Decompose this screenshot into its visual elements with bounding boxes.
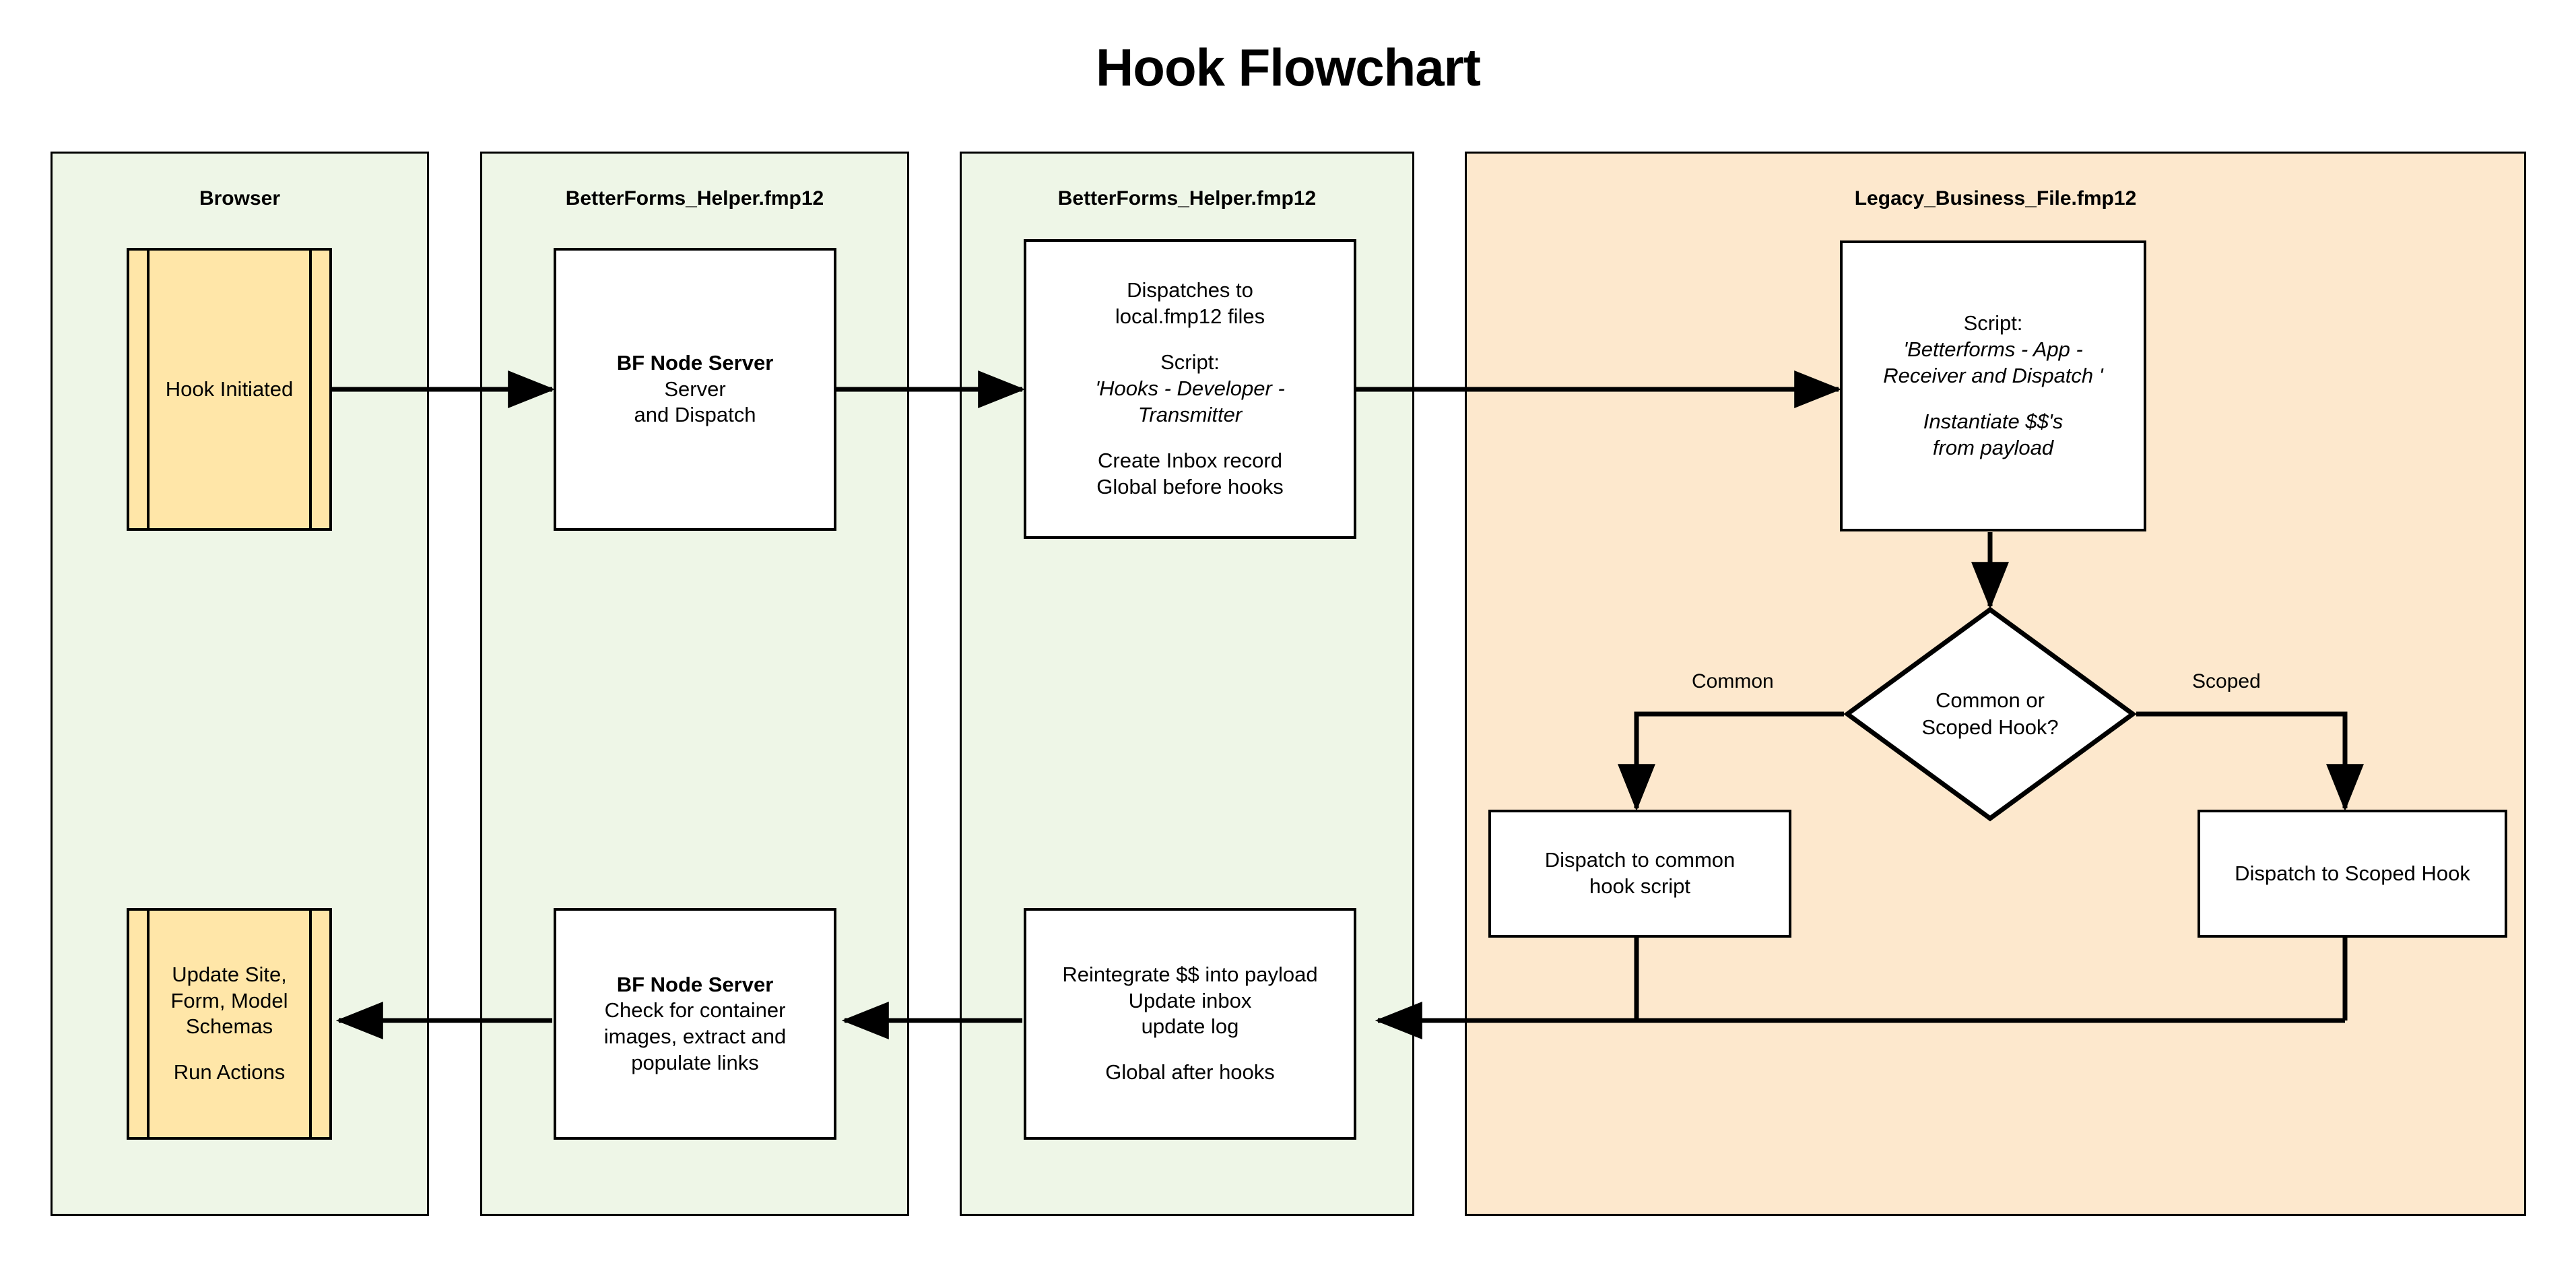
node-bf-node-server-bottom[interactable]: BF Node Server Check for container image…	[554, 908, 836, 1140]
update-schemas-gap-1	[147, 1040, 312, 1060]
node-hooks-developer-transmitter[interactable]: Dispatches to local.fmp12 files Script: …	[1024, 239, 1356, 539]
bf-node-server-top-line3: and Dispatch	[634, 403, 756, 427]
transmitter-line6: Create Inbox record	[1098, 449, 1282, 473]
receiver-line3: Receiver and Dispatch '	[1883, 363, 2103, 387]
node-transmitter-text: Dispatches to local.fmp12 files Script: …	[1026, 278, 1354, 500]
dispatch-common-line2: hook script	[1589, 874, 1690, 898]
bf-node-server-bottom-line2: Check for container	[604, 998, 786, 1023]
dispatch-common-line1: Dispatch to common	[1544, 848, 1736, 872]
bf-node-server-top-line1: BF Node Server	[616, 350, 774, 375]
node-hook-initiated[interactable]: Hook Initiated	[127, 248, 332, 531]
receiver-gap-1	[1860, 389, 2126, 409]
node-decision-common-or-scoped[interactable]: Common or Scoped Hook?	[1844, 606, 2136, 822]
bf-node-server-bottom-line4: populate links	[631, 1050, 759, 1074]
reintegrate-line3: update log	[1141, 1014, 1239, 1039]
decision-line1: Common or	[1936, 688, 2045, 712]
node-dispatch-scoped-hook[interactable]: Dispatch to Scoped Hook	[2198, 810, 2507, 938]
update-schemas-line1: Update Site,	[172, 962, 287, 986]
node-reintegrate-text: Reintegrate $$ into payload Update inbox…	[1026, 962, 1354, 1086]
node-update-schemas-text: Update Site, Form, Model Schemas Run Act…	[129, 962, 329, 1086]
node-dispatch-common-text: Dispatch to common hook script	[1491, 847, 1789, 900]
receiver-line5: from payload	[1932, 435, 2054, 459]
node-betterforms-app-receiver-dispatch[interactable]: Script: 'Betterforms - App - Receiver an…	[1840, 240, 2146, 531]
update-schemas-line3: Schemas	[185, 1014, 273, 1039]
node-decision-text: Common or Scoped Hook?	[1844, 606, 2136, 822]
reintegrate-line1: Reintegrate $$ into payload	[1062, 962, 1318, 986]
transmitter-gap-1	[1044, 330, 1336, 350]
node-dispatch-common-hook-script[interactable]: Dispatch to common hook script	[1488, 810, 1791, 938]
node-dispatch-scoped-text: Dispatch to Scoped Hook	[2235, 861, 2470, 885]
node-bf-node-server-top[interactable]: BF Node Server Server and Dispatch	[554, 248, 836, 531]
reintegrate-line4: Global after hooks	[1105, 1060, 1275, 1084]
diamond-shape	[1844, 606, 2136, 822]
bf-node-server-bottom-line3: images, extract and	[603, 1025, 787, 1048]
node-bf-node-server-top-text: BF Node Server Server and Dispatch	[556, 350, 834, 428]
transmitter-line4: 'Hooks - Developer -	[1095, 377, 1285, 401]
node-receiver-text: Script: 'Betterforms - App - Receiver an…	[1843, 311, 2144, 461]
page-title: Hook Flowchart	[1095, 38, 1481, 97]
swimlane-label-browser: Browser	[199, 187, 281, 209]
swimlane-label-helper-left: BetterForms_Helper.fmp12	[565, 187, 824, 209]
receiver-line2: 'Betterforms - App -	[1903, 337, 2083, 362]
edge-label-scoped: Scoped	[2192, 670, 2261, 692]
transmitter-line3: Script:	[1160, 350, 1220, 375]
transmitter-line1: Dispatches to	[1127, 278, 1253, 302]
transmitter-gap-2	[1044, 428, 1336, 448]
reintegrate-line2: Update inbox	[1128, 988, 1252, 1012]
update-schemas-line2: Form, Model	[170, 988, 288, 1012]
transmitter-line7: Global before hooks	[1096, 474, 1284, 498]
receiver-line4: Instantiate $$'s	[1923, 410, 2063, 434]
bf-node-server-bottom-line1: BF Node Server	[616, 972, 774, 996]
reintegrate-gap-1	[1044, 1040, 1336, 1060]
edge-label-common: Common	[1692, 670, 1774, 692]
node-update-site-form-model-schemas[interactable]: Update Site, Form, Model Schemas Run Act…	[127, 908, 332, 1140]
swimlane-label-legacy: Legacy_Business_File.fmp12	[1854, 187, 2137, 209]
node-bf-node-server-bottom-text: BF Node Server Check for container image…	[556, 972, 834, 1076]
transmitter-line2: local.fmp12 files	[1115, 304, 1265, 329]
node-reintegrate-payload[interactable]: Reintegrate $$ into payload Update inbox…	[1024, 908, 1356, 1140]
node-hook-initiated-text: Hook Initiated	[165, 377, 294, 401]
update-schemas-line4: Run Actions	[173, 1060, 286, 1084]
transmitter-line5: Transmitter	[1137, 402, 1243, 426]
bf-node-server-top-line2: Server	[664, 377, 726, 401]
receiver-line1: Script:	[1963, 311, 2023, 335]
swimlane-label-helper-right: BetterForms_Helper.fmp12	[1057, 187, 1317, 209]
decision-line2: Scoped Hook?	[1921, 715, 2059, 739]
